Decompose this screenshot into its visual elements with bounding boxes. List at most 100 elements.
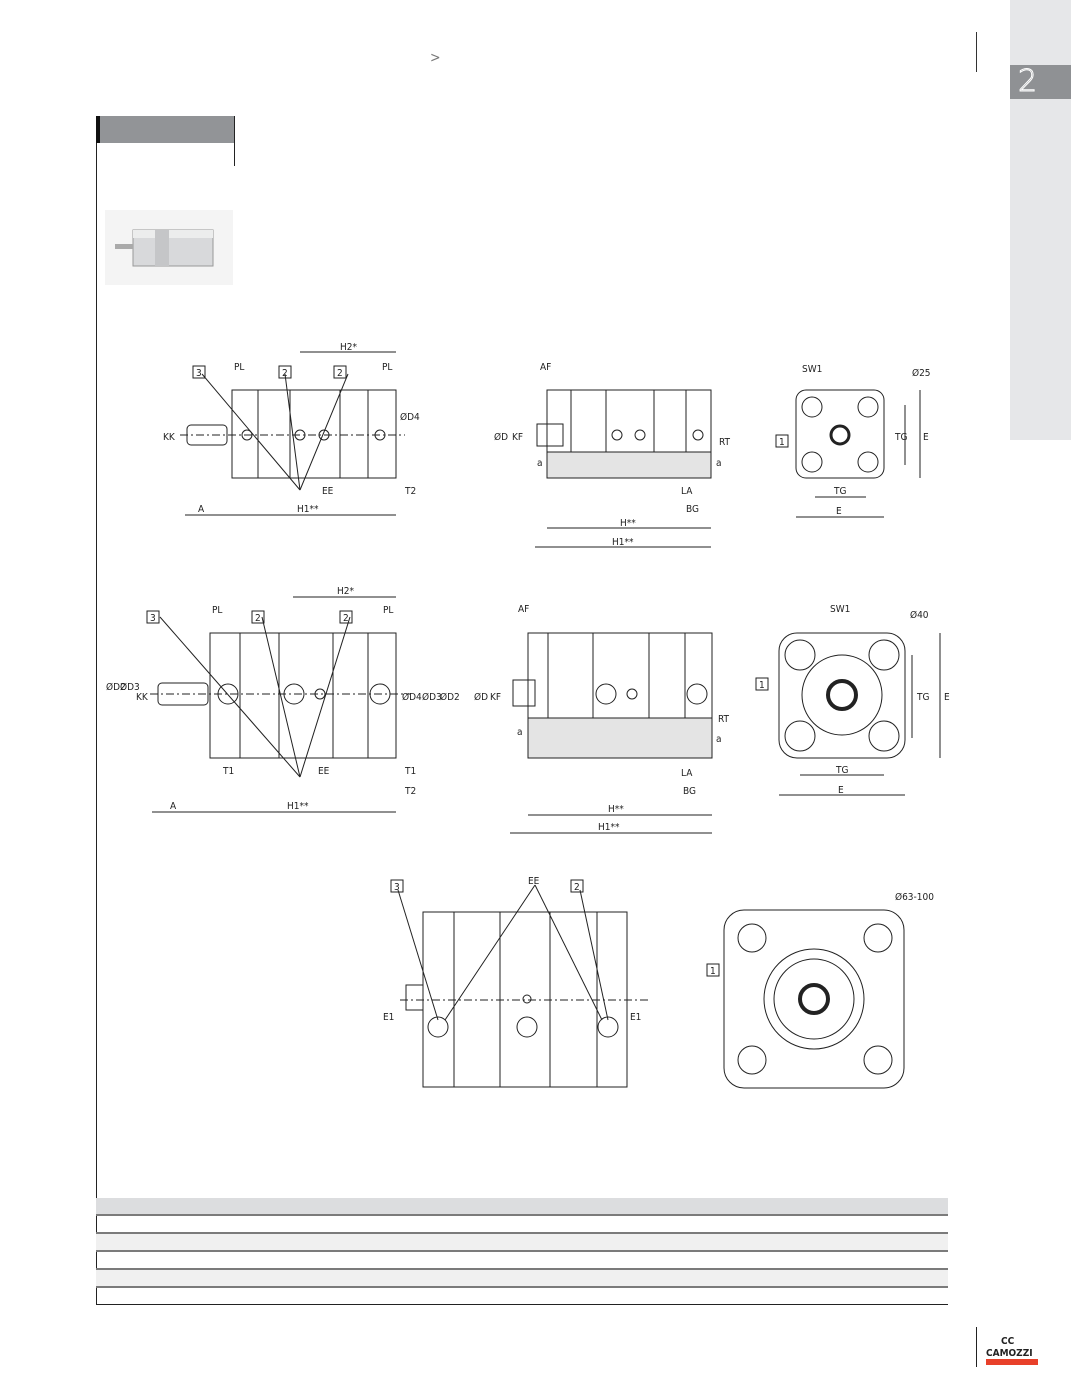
header-divider <box>976 32 977 72</box>
callout-2 <box>339 610 353 624</box>
callout-label: 3 <box>394 882 400 893</box>
logo-mark: CC <box>1001 1336 1015 1347</box>
dim-label: TG <box>894 432 907 443</box>
title-marker <box>96 116 100 143</box>
product-photo <box>105 210 233 285</box>
dim-label: E <box>838 785 844 796</box>
dim-label: ØD3 <box>422 691 442 703</box>
dim-label: T2 <box>404 786 416 797</box>
dim-label: a <box>517 727 523 738</box>
dim-label: EE <box>528 876 540 887</box>
dim-label: TG <box>833 486 846 497</box>
dim-label: H1** <box>287 801 309 812</box>
dim-label: ØD4 <box>400 411 420 423</box>
callout-1 <box>755 677 769 691</box>
dim-label: TG <box>835 765 848 776</box>
dim-label: a <box>537 458 543 469</box>
dim-label: H2* <box>340 342 357 353</box>
dim-label: AF <box>518 604 529 615</box>
callout-label: 1 <box>759 680 765 691</box>
callout-label: 2 <box>343 613 349 624</box>
dim-label: T1 <box>222 766 234 777</box>
content-border <box>96 143 97 1304</box>
footer-divider <box>976 1327 977 1367</box>
callout-3 <box>390 879 404 893</box>
callout-label: 3 <box>196 368 202 379</box>
callout-3 <box>192 365 206 379</box>
callout-1 <box>706 963 720 977</box>
row1-side-view <box>180 351 405 516</box>
table-row <box>96 1234 948 1252</box>
camozzi-logo: CC CAMOZZI <box>985 1320 1045 1370</box>
dim-label: E1 <box>383 1012 394 1023</box>
dim-label: H1** <box>598 822 620 833</box>
dim-label: AF <box>540 362 551 373</box>
table-row <box>96 1216 948 1234</box>
row1-end-view <box>775 389 921 518</box>
dim-label: E <box>923 432 929 443</box>
dim-label: SW1 <box>830 604 850 615</box>
dim-label: PL <box>382 362 392 373</box>
row2-section-view <box>510 632 713 834</box>
row3-side-view <box>390 879 650 1088</box>
bore-label: Ø25 <box>912 367 931 379</box>
dim-label: KK <box>163 432 176 443</box>
dim-label: TG <box>916 692 929 703</box>
dim-label: E <box>836 506 842 517</box>
dim-label: ØD4 <box>402 691 422 703</box>
dim-label: ØD2 <box>106 681 126 693</box>
row2-side-view <box>146 596 410 813</box>
title-divider <box>234 116 235 166</box>
dim-label: H** <box>608 804 624 815</box>
row2-end-view <box>755 632 941 796</box>
callout-2 <box>333 365 347 379</box>
dim-label: PL <box>212 605 222 616</box>
dim-label: ØD2 <box>440 691 460 703</box>
dim-label: H1** <box>612 537 634 548</box>
dim-label: KF <box>512 432 523 443</box>
callout-label: 2 <box>282 368 288 379</box>
table-row <box>96 1270 948 1288</box>
dim-label: KK <box>136 692 149 703</box>
dim-label: ØD <box>474 691 488 703</box>
dimensions-table <box>96 1198 948 1305</box>
callout-label: 3 <box>150 613 156 624</box>
dim-label: LA <box>681 486 693 497</box>
dim-label: T2 <box>404 486 416 497</box>
dim-label: EE <box>322 486 334 497</box>
callout-2 <box>570 879 584 893</box>
title-bar <box>100 116 234 143</box>
callout-label: 2 <box>574 882 580 893</box>
logo-wordmark: CAMOZZI <box>986 1348 1033 1359</box>
callout-1 <box>775 434 789 448</box>
row1-section-view <box>535 389 712 548</box>
section-tab[interactable]: 2 <box>1010 64 1071 99</box>
breadcrumb-separator: > <box>430 50 441 66</box>
callout-label: 2 <box>337 368 343 379</box>
dim-label: E1 <box>630 1012 641 1023</box>
dim-label: T1 <box>404 766 416 777</box>
dim-label: BG <box>683 786 696 797</box>
dim-label: RT <box>719 437 731 448</box>
dim-label: PL <box>234 362 244 373</box>
dim-label: H** <box>620 518 636 529</box>
callout-label: 2 <box>255 613 261 624</box>
dim-label: a <box>716 734 722 745</box>
dim-label: A <box>198 504 205 515</box>
callout-3 <box>146 610 160 624</box>
dim-label: PL <box>383 605 393 616</box>
dim-label: LA <box>681 768 693 779</box>
dim-label: EE <box>318 766 330 777</box>
dim-label: E <box>944 692 950 703</box>
dim-label: ØD <box>494 431 508 443</box>
logo-bar <box>986 1359 1038 1365</box>
table-header-row <box>96 1198 948 1216</box>
table-row <box>96 1288 948 1305</box>
callout-2 <box>278 365 292 379</box>
cylinder-image <box>115 229 214 267</box>
table-row <box>96 1252 948 1270</box>
callout-label: 1 <box>779 437 785 448</box>
dim-label: BG <box>686 504 699 515</box>
